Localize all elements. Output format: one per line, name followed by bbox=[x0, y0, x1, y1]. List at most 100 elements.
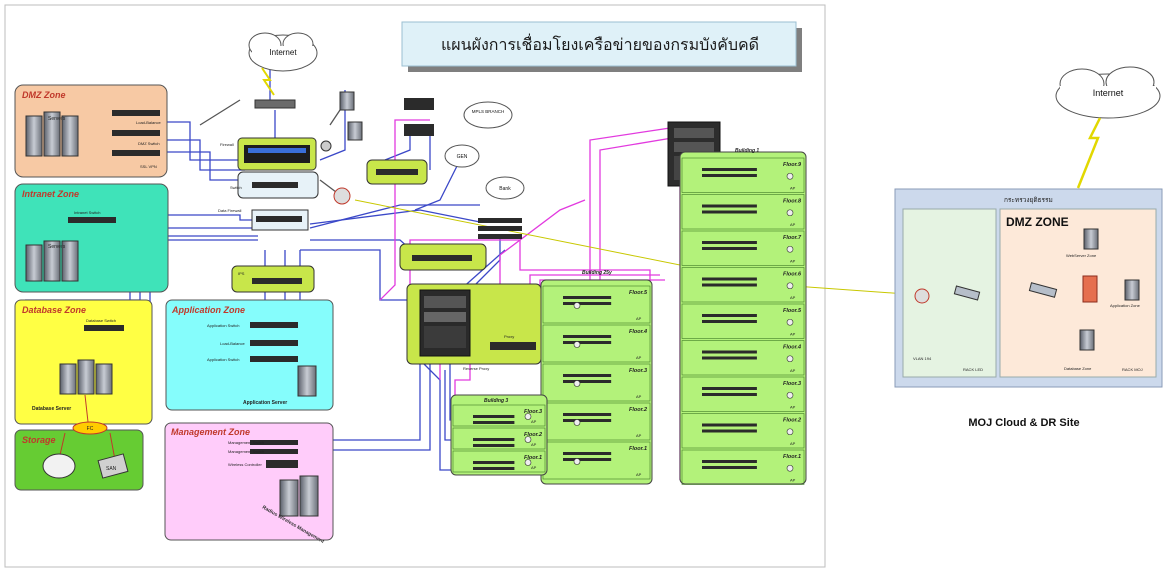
zone-label: WebServer Zone bbox=[1066, 253, 1097, 258]
ap-label: AP bbox=[636, 355, 642, 360]
floor-box bbox=[681, 340, 805, 376]
ap-icon bbox=[786, 245, 794, 253]
floor-label: Floor.3 bbox=[629, 368, 647, 374]
dr-site: กระทรวงยุติธรรม DMZ ZONE WebServer Zone … bbox=[894, 188, 1163, 388]
ap-icon bbox=[573, 341, 581, 348]
floor-switch-icon bbox=[702, 241, 757, 244]
application-zone: Application Zone Application Switch Load… bbox=[165, 299, 334, 411]
ap-icon bbox=[786, 391, 794, 399]
floor-box bbox=[452, 427, 546, 450]
ap-icon bbox=[573, 458, 581, 465]
floor-switch-icon bbox=[473, 421, 515, 424]
building-title: Building 3 bbox=[484, 398, 508, 404]
san-icon bbox=[97, 453, 129, 479]
floor-label: Floor.4 bbox=[783, 345, 801, 351]
floor-label: Floor.2 bbox=[629, 407, 647, 413]
floor-list: Floor.9APFloor.8APFloor.7APFloor.6APFloo… bbox=[681, 157, 805, 485]
switch-icon bbox=[112, 130, 160, 136]
switch-icon bbox=[250, 449, 298, 454]
floor-box bbox=[542, 363, 651, 402]
zone-label: Database Zone bbox=[1064, 366, 1092, 371]
controller-icon bbox=[266, 460, 298, 468]
floor-box bbox=[681, 449, 805, 485]
management-zone: Management Zone Management Switch Manage… bbox=[164, 422, 334, 545]
floor-switch-icon bbox=[473, 467, 515, 470]
switch-icon bbox=[84, 325, 124, 331]
vlan-label: VLAN 194 bbox=[913, 356, 932, 361]
floor-switch-icon bbox=[702, 204, 757, 208]
ap-label: AP bbox=[531, 442, 537, 447]
floor-label: Floor.3 bbox=[524, 409, 542, 415]
ap-icon bbox=[786, 318, 794, 326]
ap-label: AP bbox=[790, 441, 796, 446]
floor-switch-icon bbox=[702, 210, 757, 214]
rack-label: RACK LED bbox=[963, 367, 983, 372]
switch-icon bbox=[250, 322, 298, 328]
zone-label: Application Zone bbox=[1110, 303, 1141, 308]
zone-title: Application Zone bbox=[171, 305, 245, 315]
floor-label: Floor.8 bbox=[783, 199, 802, 205]
ap-label: AP bbox=[636, 394, 642, 399]
device-label: SAN bbox=[106, 466, 117, 472]
ap-label: AP bbox=[790, 478, 796, 483]
floor-label: Floor.1 bbox=[783, 454, 801, 460]
ap-label: AP bbox=[790, 186, 796, 191]
floor-box bbox=[681, 157, 805, 193]
ap-label: AP bbox=[790, 405, 796, 410]
ap-label: AP bbox=[790, 332, 796, 337]
database-zone: Database Zone Database Switch Database S… bbox=[14, 299, 153, 425]
router-icon bbox=[914, 288, 930, 304]
device-label: Management Switch bbox=[228, 449, 264, 454]
floor-switch-icon bbox=[702, 393, 757, 396]
device-label: Reverse Proxy bbox=[463, 366, 489, 371]
cloud-label: Internet bbox=[1093, 88, 1124, 98]
gen-cloud: GEN bbox=[444, 144, 480, 168]
device-label: Application Switch bbox=[207, 357, 239, 362]
cloud-label: GEN bbox=[457, 154, 468, 160]
switch-icon bbox=[478, 226, 522, 231]
floor-box bbox=[681, 194, 805, 230]
floor-box bbox=[681, 267, 805, 303]
switch-icon bbox=[68, 217, 116, 223]
router-icon bbox=[254, 99, 296, 109]
ap-label: AP bbox=[636, 433, 642, 438]
floor-box bbox=[452, 404, 546, 427]
floor-switch-icon bbox=[563, 413, 612, 416]
switch-icon bbox=[250, 356, 298, 362]
floor-box bbox=[542, 285, 651, 324]
device-label: Application Switch bbox=[207, 323, 239, 328]
floor-box bbox=[681, 230, 805, 266]
ap-icon bbox=[573, 419, 581, 426]
server-icon bbox=[1124, 279, 1140, 301]
switch-icon bbox=[250, 340, 298, 346]
floor-box bbox=[681, 303, 805, 339]
floor-box bbox=[452, 450, 546, 473]
server-icon bbox=[347, 121, 363, 141]
floor-switch-icon bbox=[702, 320, 757, 323]
switch-icon bbox=[478, 218, 522, 223]
floor-switch-icon bbox=[702, 283, 757, 287]
device-label: DMZ Switch bbox=[138, 141, 160, 146]
floor-label: Floor.1 bbox=[629, 446, 647, 452]
floor-switch-icon bbox=[563, 458, 612, 461]
switch-icon bbox=[478, 234, 522, 239]
ap-icon bbox=[524, 413, 532, 420]
server-rack-icon bbox=[59, 359, 113, 395]
floor-switch-icon bbox=[563, 302, 612, 305]
core-switch-group: Switch bbox=[230, 171, 319, 199]
device-label: Intranet Switch bbox=[74, 210, 100, 215]
device-label: Data Firewall bbox=[218, 208, 241, 213]
rack-label: RACK MOJ bbox=[1122, 367, 1143, 372]
device-label: Load-Balance bbox=[220, 341, 245, 346]
ap-icon bbox=[786, 428, 794, 436]
floor-switch-icon bbox=[702, 350, 757, 354]
floor-switch-icon bbox=[702, 387, 757, 390]
zone-title: DMZ Zone bbox=[22, 90, 66, 100]
floor-label: Floor.1 bbox=[524, 455, 542, 461]
floor-switch-icon bbox=[473, 438, 515, 441]
floor-switch-icon bbox=[702, 423, 757, 427]
ap-label: AP bbox=[790, 368, 796, 373]
floor-label: Floor.2 bbox=[783, 418, 801, 424]
